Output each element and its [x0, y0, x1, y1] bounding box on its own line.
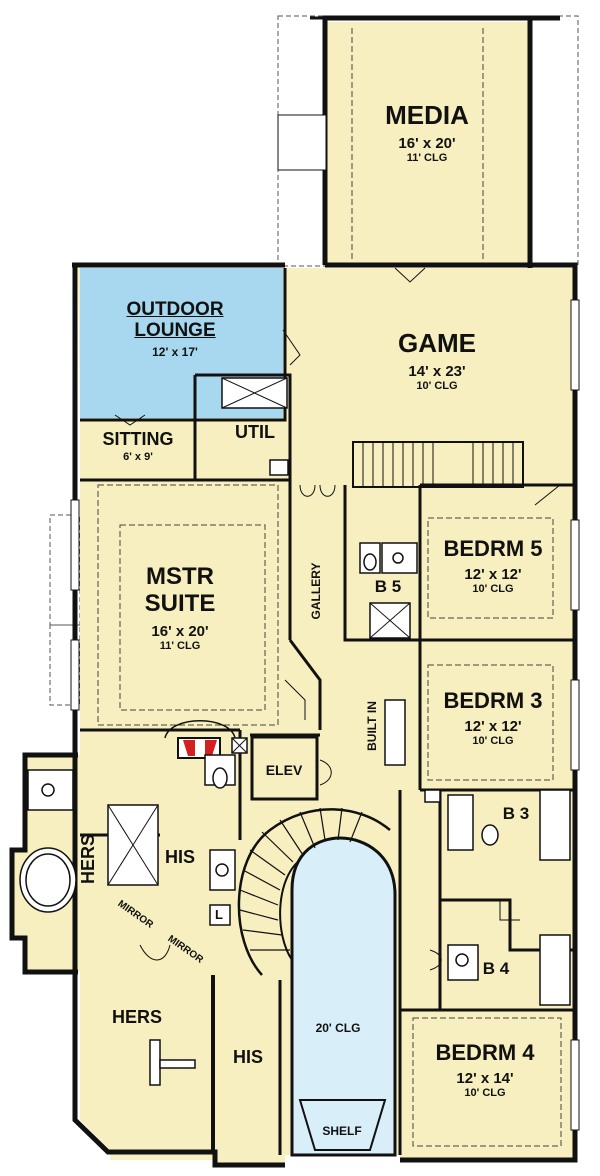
- bedrm4-name: BEDRM 4: [435, 1040, 535, 1065]
- game-name: GAME: [398, 328, 476, 358]
- linen-label: L: [215, 907, 223, 922]
- spiral-stair: [237, 807, 391, 976]
- outdoor-lounge-dim: 12' x 17': [152, 345, 198, 359]
- shelf-label: SHELF: [322, 1124, 362, 1138]
- mstr-suite-line2: SUITE: [144, 590, 216, 617]
- ceiling-outlines: [97, 28, 562, 1147]
- main-floor: [12, 268, 575, 1165]
- util-name: UTIL: [235, 422, 275, 442]
- outdoor-lounge-room: OUTDOOR LOUNGE 12' x 17': [126, 300, 223, 358]
- media-clg: 11' CLG: [406, 152, 448, 164]
- game-clg: 10' CLG: [416, 380, 458, 392]
- bedrm5-name: BEDRM 5: [443, 536, 543, 561]
- media-room: MEDIA 16' x 20' 11' CLG: [385, 102, 469, 164]
- mstr-suite-clg: 11' CLG: [159, 640, 201, 652]
- doors: [114, 267, 561, 971]
- b4-label: B 4: [482, 959, 510, 978]
- elev-label: ELEV: [265, 762, 303, 778]
- hers-closet-label: HERS: [111, 1007, 163, 1027]
- util-room: UTIL: [235, 423, 275, 441]
- walls: [9, 15, 578, 1168]
- bedrm5-clg: 10' CLG: [472, 583, 514, 595]
- gallery-label: GALLERY: [309, 562, 323, 620]
- bedrm5-room: BEDRM 5 12' x 12' 10' CLG: [443, 538, 542, 595]
- game-room: GAME 14' x 23' 10' CLG: [398, 330, 476, 392]
- interior-walls: [80, 268, 575, 1155]
- bedrm4-clg: 10' CLG: [464, 1087, 506, 1099]
- sitting-dim: 6' x 9': [123, 451, 153, 463]
- mstr-suite-line1: MSTR: [146, 563, 214, 590]
- open-to-below: [290, 836, 397, 1157]
- hers-bath-label: HERS: [78, 833, 98, 885]
- sitting-room: SITTING 6' x 9': [103, 430, 174, 463]
- game-dim: 14' x 23': [408, 363, 466, 380]
- sitting-name: SITTING: [102, 429, 174, 449]
- open-clg-label: 20' CLG: [315, 1021, 361, 1035]
- fixtures: [19, 377, 571, 1086]
- his-bath-label: HIS: [164, 847, 196, 867]
- b5-label: B 5: [374, 577, 402, 596]
- his-closet-label: HIS: [232, 1047, 264, 1067]
- shelf-outline: [298, 1099, 387, 1151]
- mstr-suite-dim: 16' x 20': [151, 623, 209, 640]
- built-in-label: BUILT IN: [365, 701, 379, 751]
- media-floor: [325, 22, 530, 267]
- outdoor-lounge-line1: OUTDOOR: [126, 299, 224, 320]
- stairs-upper: [352, 441, 524, 488]
- mstr-suite-room: MSTR SUITE 16' x 20' 11' CLG: [145, 565, 216, 652]
- bedrm4-room: BEDRM 4 12' x 14' 10' CLG: [435, 1042, 534, 1099]
- bedrm4-dim: 12' x 14': [456, 1070, 514, 1087]
- windows: [70, 114, 580, 1131]
- bedrm3-dim: 12' x 12': [464, 718, 522, 735]
- bedrm3-room: BEDRM 3 12' x 12' 10' CLG: [443, 690, 542, 747]
- media-dim: 16' x 20': [398, 135, 456, 152]
- bedrm5-dim: 12' x 12': [464, 566, 522, 583]
- media-name: MEDIA: [385, 100, 469, 130]
- outdoor-lounge-line2: LOUNGE: [134, 320, 216, 341]
- bedrm3-name: BEDRM 3: [443, 688, 543, 713]
- fireplace: [164, 720, 236, 759]
- b3-label: B 3: [502, 804, 530, 823]
- bedrm3-clg: 10' CLG: [472, 735, 514, 747]
